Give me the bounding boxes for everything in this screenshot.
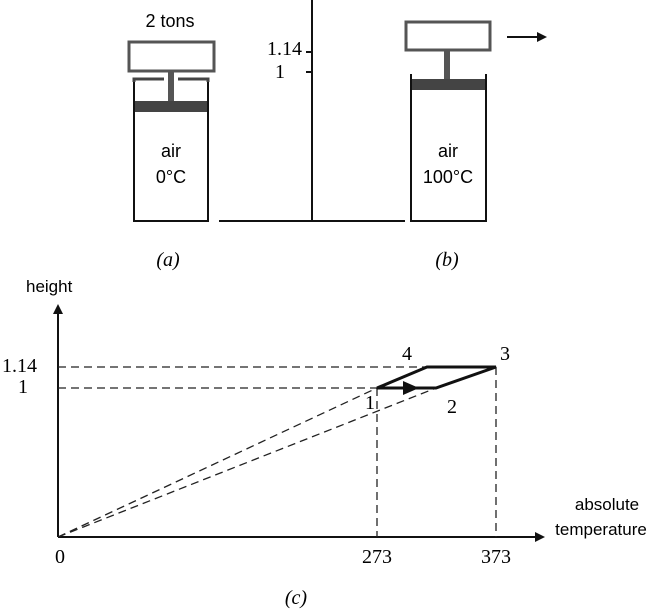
- weight-block: [127, 40, 216, 73]
- x-axis-label-line2: temperature: [555, 520, 647, 539]
- cycle-path: [376, 365, 497, 390]
- x-axis-label-line1: absolute: [575, 495, 639, 514]
- x-tick-273: 273: [362, 546, 392, 568]
- panel-c: height absolute temperature 0 273 373 1.…: [2, 277, 647, 609]
- panel-a: 2 tons air 0°C (a): [127, 11, 216, 271]
- point-label-4: 4: [402, 343, 412, 365]
- isobar-1: [57, 387, 378, 538]
- cylinder-lip-right: [178, 77, 210, 82]
- piston: [135, 101, 207, 112]
- x-tick-373: 373: [481, 546, 511, 568]
- guide-lines: [57, 366, 497, 538]
- caption-a: (a): [156, 249, 180, 271]
- y-tick-1: 1: [18, 376, 28, 398]
- cylinder: [410, 74, 487, 222]
- point-label-2: 2: [447, 396, 457, 418]
- y-axis-label: height: [26, 277, 73, 296]
- point-label-1: 1: [365, 392, 375, 414]
- temperature-label: 100°C: [423, 167, 473, 187]
- height-scale: 1.14 1: [219, 0, 405, 222]
- piston: [412, 79, 485, 90]
- cylinder-lip-left: [132, 77, 164, 82]
- cycle-arrow-icon: [403, 381, 419, 395]
- caption-c: (c): [285, 587, 308, 609]
- scale-label-high: 1.14: [267, 38, 302, 60]
- weight-label: 2 tons: [145, 11, 194, 31]
- panel-b: air 100°C (b): [404, 20, 547, 271]
- scale-label-low: 1: [275, 61, 285, 83]
- piston-rod: [168, 71, 174, 101]
- cylinder: [133, 82, 209, 222]
- y-tick-1-14: 1.14: [2, 355, 37, 377]
- gas-label: air: [161, 141, 181, 161]
- gas-label: air: [438, 141, 458, 161]
- piston-rod: [444, 50, 450, 82]
- origin-label: 0: [55, 546, 65, 568]
- caption-b: (b): [435, 249, 459, 271]
- isobar-2: [57, 387, 437, 538]
- point-label-3: 3: [500, 343, 510, 365]
- weight-block: [404, 20, 492, 52]
- temperature-label: 0°C: [156, 167, 186, 187]
